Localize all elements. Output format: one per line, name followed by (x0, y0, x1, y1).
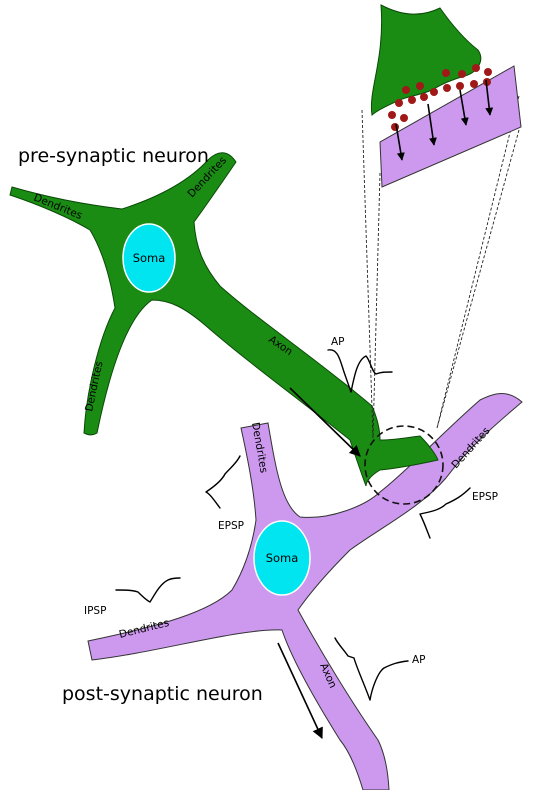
synapse-inset (362, 5, 521, 438)
ap-label-top: AP (331, 336, 345, 348)
epsp-label-left: EPSP (218, 520, 244, 532)
pre-synaptic-neuron (10, 153, 438, 486)
post-synaptic-title: post-synaptic neuron (62, 683, 263, 705)
ap-label-bottom: AP (412, 654, 426, 666)
epsp-label-right: EPSP (472, 491, 498, 503)
pre-neuron-body (10, 153, 438, 486)
pre-synaptic-title: pre-synaptic neuron (18, 145, 209, 167)
ipsp-label: IPSP (84, 605, 106, 617)
epsp-waveform-left (206, 456, 240, 508)
post-synaptic-neuron (88, 394, 522, 790)
ipsp-waveform (116, 578, 180, 602)
post-soma-label: Soma (266, 551, 299, 565)
pre-dendrites-left-label: Dendrites (32, 192, 84, 222)
pre-soma-label: Soma (133, 251, 166, 265)
ap-waveform-bottom (335, 638, 408, 700)
post-neuron-body (88, 394, 522, 790)
